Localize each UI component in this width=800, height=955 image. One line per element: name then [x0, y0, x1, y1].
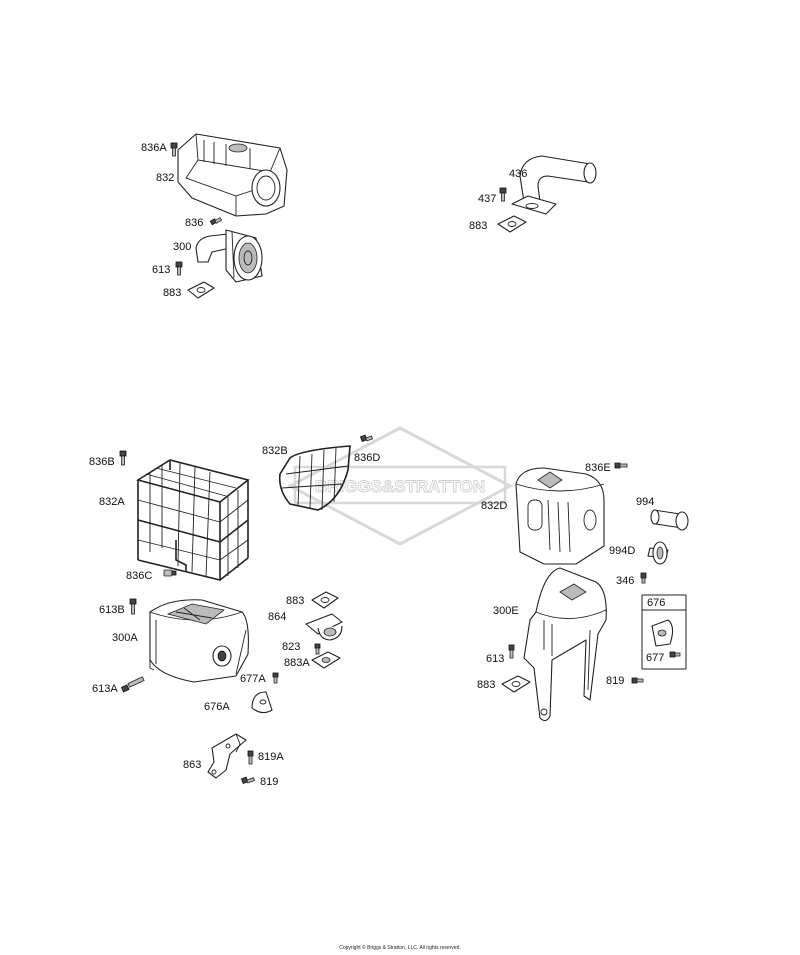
- part-label-613B: 613B: [99, 604, 125, 616]
- screw-836C-drawing: [163, 569, 177, 577]
- screw-819-right-drawing: [631, 677, 644, 684]
- part-label-994D: 994D: [609, 545, 635, 557]
- part-label-300A: 300A: [112, 632, 138, 644]
- screw-836E-drawing: [614, 462, 628, 469]
- part-label-677A: 677A: [240, 673, 266, 685]
- bracket-863-drawing: [207, 733, 247, 779]
- wire-guard-832B-drawing: [278, 445, 351, 511]
- deflector-676A-drawing: [251, 691, 273, 714]
- muffler-300A-drawing: [149, 599, 249, 683]
- part-label-819-right: 819: [606, 675, 624, 687]
- part-label-836C: 836C: [126, 570, 152, 582]
- muffler-300E-drawing: [523, 567, 607, 722]
- screw-836A-drawing: [170, 142, 178, 157]
- part-label-832: 832: [156, 172, 174, 184]
- part-label-613: 613: [152, 264, 170, 276]
- part-label-300: 300: [173, 241, 191, 253]
- part-label-883-bottom-left: 883: [286, 595, 304, 607]
- part-label-836A: 836A: [141, 142, 167, 154]
- part-label-823: 823: [282, 641, 300, 653]
- part-label-836: 836: [185, 217, 203, 229]
- screw-836B-drawing: [119, 450, 127, 466]
- gasket-883-drawing: [187, 281, 215, 299]
- part-label-346: 346: [616, 575, 634, 587]
- screw-613-right-drawing: [508, 644, 515, 659]
- part-label-883-bottom-right: 883: [477, 679, 495, 691]
- part-label-676: 676: [647, 597, 665, 609]
- part-label-819A: 819A: [258, 751, 284, 763]
- screw-823-drawing: [314, 643, 321, 655]
- exhaust-pipe-436-drawing: [511, 155, 597, 215]
- screw-437-drawing: [499, 187, 507, 202]
- screw-836-drawing: [209, 217, 223, 226]
- part-label-613-right: 613: [486, 653, 504, 665]
- part-label-883-top-left: 883: [163, 287, 181, 299]
- part-label-437: 437: [478, 193, 496, 205]
- kit-676-box: [641, 594, 687, 670]
- part-label-836B: 836B: [89, 456, 115, 468]
- part-label-836E: 836E: [585, 462, 611, 474]
- copyright-notice: Copyright © Briggs & Stratton, LLC. All …: [339, 945, 461, 951]
- part-label-819-left: 819: [260, 776, 278, 788]
- gasket-883-bottom-right-drawing: [501, 675, 531, 693]
- part-label-832A: 832A: [99, 496, 125, 508]
- deflector-864-drawing: [305, 613, 343, 641]
- screw-613B-drawing: [129, 598, 137, 615]
- screw-819A-drawing: [247, 750, 254, 765]
- part-label-832B: 832B: [262, 445, 288, 457]
- part-label-994: 994: [636, 496, 654, 508]
- screw-836D-drawing: [359, 434, 374, 443]
- screw-819-left-drawing: [240, 776, 255, 785]
- part-label-676A: 676A: [204, 701, 230, 713]
- part-label-613A: 613A: [92, 683, 118, 695]
- part-label-836D: 836D: [354, 452, 380, 464]
- gasket-883-top-drawing: [497, 215, 527, 233]
- gasket-883-bottom-left-drawing: [311, 591, 339, 609]
- part-label-863: 863: [183, 759, 201, 771]
- briggs-stratton-watermark: BRIGGS&STRATTON: [286, 426, 514, 546]
- screw-346-drawing: [640, 572, 647, 584]
- part-label-832D: 832D: [481, 500, 507, 512]
- guard-832D-drawing: [515, 467, 605, 565]
- spark-arrestor-994D-drawing: [647, 541, 669, 565]
- screw-613A-drawing: [120, 676, 145, 693]
- gasket-883A-drawing: [311, 651, 341, 669]
- screw-677A-drawing: [272, 672, 279, 684]
- spark-arrestor-994-drawing: [650, 509, 689, 531]
- wire-guard-832A-drawing: [136, 459, 250, 581]
- part-label-436: 436: [509, 168, 527, 180]
- screw-613-drawing: [175, 261, 183, 276]
- part-label-677: 677: [646, 652, 664, 664]
- muffler-guard-832-drawing: [177, 133, 288, 217]
- part-label-883-top-right: 883: [469, 220, 487, 232]
- part-label-864: 864: [268, 611, 286, 623]
- muffler-300-drawing: [195, 229, 263, 283]
- part-label-300E: 300E: [493, 605, 519, 617]
- watermark-text: BRIGGS&STRATTON: [315, 477, 485, 496]
- part-label-883A: 883A: [284, 657, 310, 669]
